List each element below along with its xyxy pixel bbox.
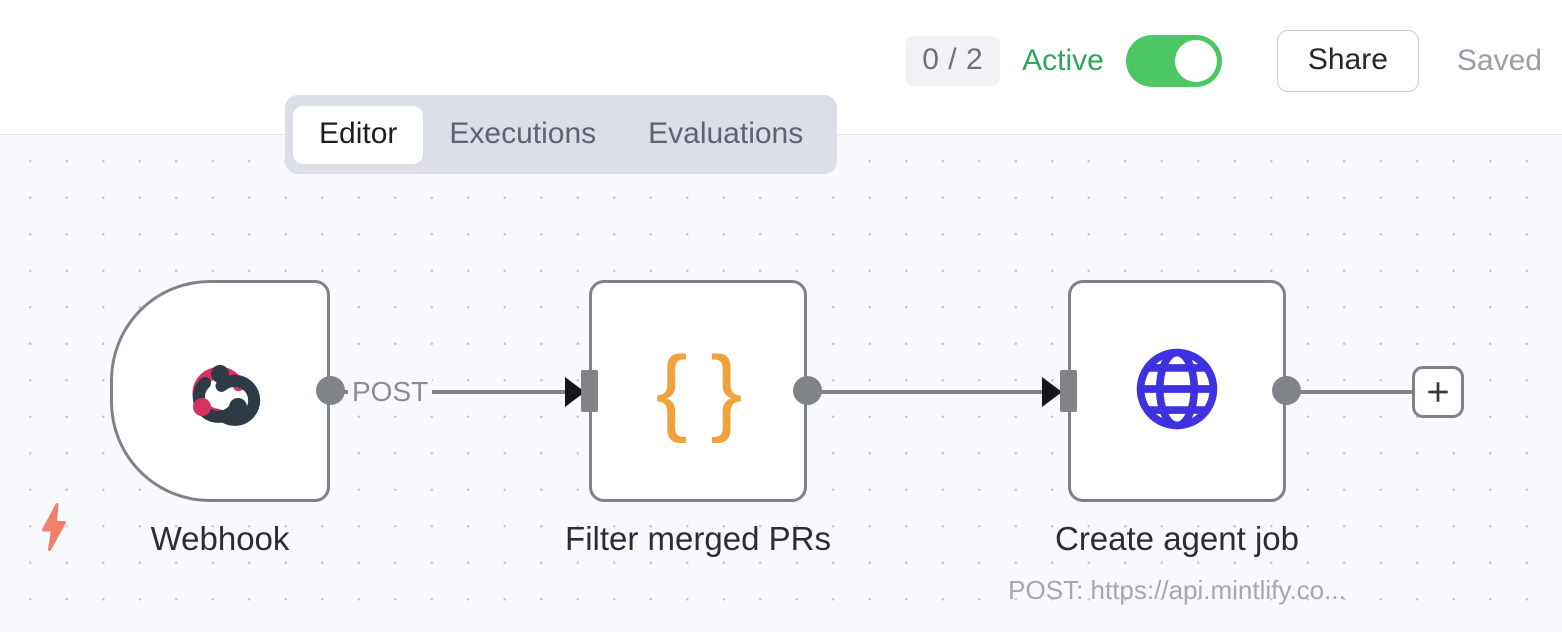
node-filter[interactable]: { }: [589, 280, 807, 502]
node-label-http: Create agent job: [1054, 520, 1299, 557]
plus-icon: [1428, 382, 1448, 402]
add-node-button[interactable]: [1412, 366, 1464, 418]
view-tabs: Editor Executions Evaluations: [285, 95, 838, 174]
edge-webhook-filter[interactable]: [330, 390, 580, 394]
node-http[interactable]: [1068, 280, 1286, 502]
trigger-bolt-icon: [36, 503, 72, 556]
edge-arrowhead-http: [1042, 377, 1062, 407]
share-button[interactable]: Share: [1276, 30, 1419, 92]
edge-filter-http[interactable]: [805, 390, 1060, 394]
tab-executions[interactable]: Executions: [449, 116, 597, 150]
edge-arrowhead-filter: [565, 377, 585, 407]
edge-http-add[interactable]: [1285, 390, 1415, 394]
node-webhook[interactable]: [110, 280, 330, 502]
saved-status-label: Saved: [1456, 44, 1542, 77]
port-out-http[interactable]: [1272, 376, 1301, 405]
node-label-webhook: Webhook: [150, 520, 290, 557]
node-subtitle-http: POST: https://api.mintlify.co...: [1008, 575, 1346, 605]
webhook-icon: [172, 341, 268, 442]
active-status-label: Active: [1022, 44, 1104, 77]
run-count-badge: 0 / 2: [905, 36, 1001, 86]
port-out-filter[interactable]: [793, 376, 822, 405]
code-braces-icon: { }: [655, 337, 743, 444]
port-out-webhook[interactable]: [316, 376, 345, 405]
tab-editor[interactable]: Editor: [293, 105, 424, 164]
toggle-knob: [1174, 40, 1217, 82]
node-label-filter: Filter merged PRs: [565, 520, 831, 557]
globe-icon: [1131, 343, 1223, 440]
workflow-canvas[interactable]: POST Webhook { } Filter merged P: [0, 135, 1562, 632]
active-toggle[interactable]: [1125, 35, 1222, 87]
tab-evaluations[interactable]: Evaluations: [648, 116, 804, 150]
header-actions: 0 / 2 Active Share Saved: [905, 0, 1542, 122]
port-in-http[interactable]: [1060, 370, 1077, 412]
edge-label-post: POST: [348, 378, 433, 406]
port-in-filter[interactable]: [581, 370, 598, 412]
